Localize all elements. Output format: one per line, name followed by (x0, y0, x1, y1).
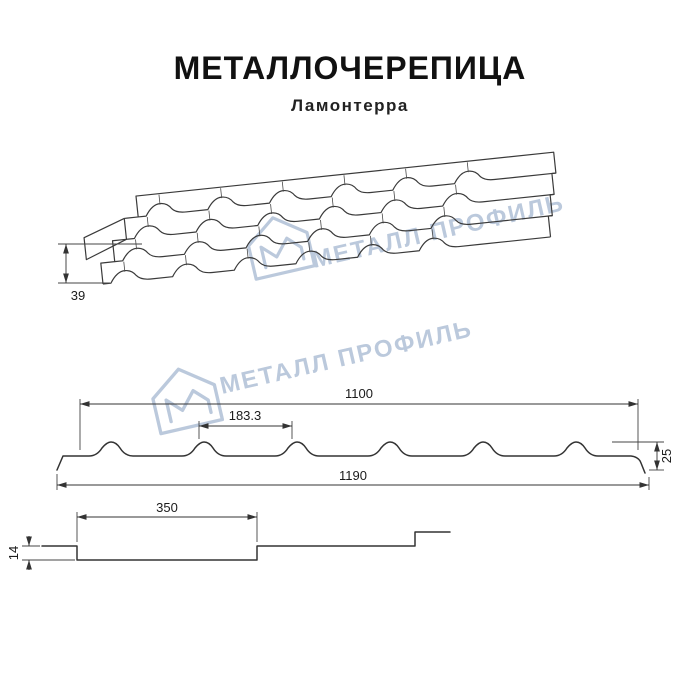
dimension-1190: 1190 (56, 468, 650, 490)
dimension-39: 39 (58, 243, 142, 303)
tile-row-edge (114, 215, 553, 263)
dimension-350: 350 (76, 500, 258, 542)
page-subtitle: Ламонтерра (291, 96, 409, 115)
dimension-14: 14 (6, 536, 75, 570)
tile-ripples (123, 162, 469, 272)
tile-row-edge (126, 192, 555, 240)
watermark-text-1: МЕТАЛЛ ПРОФИЛЬ (309, 189, 567, 273)
longitudinal-section-view: 350 14 (6, 500, 451, 570)
profile-curve (56, 441, 646, 474)
wave-pitch-dim-label: 183.3 (229, 408, 262, 423)
dimension-25: 25 (612, 441, 674, 471)
overall-width-dim-label: 1190 (339, 468, 367, 483)
cross-section-view: 1100 183.3 25 1190 (56, 386, 674, 490)
dimension-1100: 1100 (79, 386, 639, 450)
tile-height-dim-label: 39 (71, 288, 85, 303)
dimension-183-3: 183.3 (198, 408, 293, 439)
module-length-dim-label: 350 (156, 500, 178, 515)
cover-width-dim-label: 1100 (345, 386, 373, 401)
perspective-view: 39 (58, 151, 557, 303)
sheet-outline (100, 151, 557, 285)
step-height-dim-label: 14 (6, 546, 21, 560)
tile-row-edge (138, 170, 556, 218)
page-title: МЕТАЛЛОЧЕРЕПИЦА (173, 50, 527, 86)
edge-flange (83, 217, 127, 261)
metall-profil-logo-icon (151, 367, 225, 436)
tile-row-edge (102, 236, 551, 285)
metall-profil-logo-icon (246, 216, 317, 281)
title-block: МЕТАЛЛОЧЕРЕПИЦА Ламонтерра (0, 50, 700, 116)
profile-height-dim-label: 25 (659, 449, 674, 463)
step-profile-line (41, 531, 451, 561)
